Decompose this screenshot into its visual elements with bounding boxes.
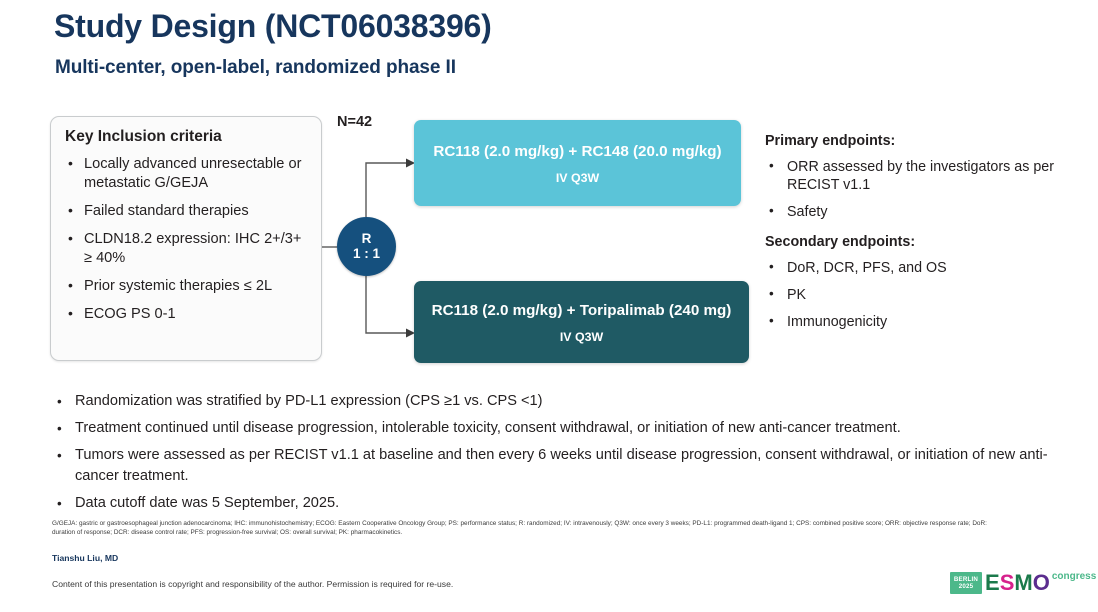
page-subtitle: Multi-center, open-label, randomized pha… [55, 57, 456, 78]
criteria-item: • ECOG PS 0-1 [65, 305, 309, 324]
footnote-line-2: duration of response; DCR: disease contr… [52, 529, 403, 537]
criteria-item: • Failed standard therapies [65, 202, 309, 221]
treatment-arm-1: RC118 (2.0 mg/kg) + RC148 (20.0 mg/kg) I… [414, 120, 741, 206]
bullet-icon: • [57, 421, 62, 436]
bullet-icon: • [769, 158, 774, 173]
author-name: Tianshu Liu, MD [52, 553, 119, 563]
primary-endpoint-item: • Safety [765, 203, 1065, 221]
bullet-icon: • [68, 230, 73, 246]
note-item: • Treatment continued until disease prog… [52, 418, 1062, 439]
logo-letter-m: M [1014, 570, 1033, 595]
note-text: Randomization was stratified by PD-L1 ex… [75, 393, 543, 409]
note-item: • Data cutoff date was 5 September, 2025… [52, 493, 1062, 514]
footnote-line-1: G/GEJA: gastric or gastroesophageal junc… [52, 520, 987, 527]
esmo-congress-logo: BERLIN 2025 E S M O congress [950, 571, 1097, 602]
bullet-icon: • [68, 305, 73, 321]
logo-letter-e: E [985, 570, 1000, 595]
criteria-item-text: CLDN18.2 expression: IHC 2+/3+ ≥ 40% [84, 231, 302, 266]
secondary-endpoint-text: Immunogenicity [787, 314, 888, 330]
secondary-endpoint-item: • Immunogenicity [765, 313, 1065, 331]
note-text: Data cutoff date was 5 September, 2025. [75, 495, 340, 511]
primary-endpoint-text: Safety [787, 204, 828, 220]
page-title: Study Design (NCT06038396) [54, 8, 492, 44]
logo-letter-s: S [999, 570, 1015, 595]
inclusion-criteria-heading: Key Inclusion criteria [65, 128, 222, 145]
secondary-endpoint-text: PK [787, 287, 807, 303]
criteria-item: • CLDN18.2 expression: IHC 2+/3+ ≥ 40% [65, 230, 309, 268]
study-notes-list: • Randomization was stratified by PD-L1 … [52, 391, 1062, 520]
bullet-icon: • [769, 286, 774, 301]
bullet-icon: • [57, 448, 62, 463]
arm-1-schedule: IV Q3W [555, 170, 600, 185]
logo-letter-o: O [1032, 570, 1050, 595]
logo-year: 2025 [958, 583, 974, 590]
secondary-endpoint-item: • DoR, DCR, PFS, and OS [765, 259, 1065, 277]
arm-2-schedule: IV Q3W [559, 329, 604, 344]
criteria-item-text: Locally advanced unresectable or metasta… [84, 156, 302, 191]
criteria-item-text: Prior systemic therapies ≤ 2L [84, 278, 273, 294]
treatment-arm-2: RC118 (2.0 mg/kg) + Toripalimab (240 mg)… [414, 281, 749, 363]
criteria-item-text: Failed standard therapies [84, 203, 249, 219]
bullet-icon: • [57, 496, 62, 511]
bullet-icon: • [769, 259, 774, 274]
logo-city: BERLIN [953, 576, 979, 583]
endpoints-panel: Primary endpoints: • ORR assessed by the… [765, 133, 1065, 340]
primary-endpoints-heading: Primary endpoints: [765, 133, 896, 149]
randomization-letter: R [361, 231, 372, 246]
note-item: • Tumors were assessed as per RECIST v1.… [52, 445, 1062, 487]
secondary-endpoint-item: • PK [765, 286, 1065, 304]
bullet-icon: • [769, 313, 774, 328]
bullet-icon: • [68, 277, 73, 293]
logo-city-badge: BERLIN 2025 [950, 572, 982, 594]
secondary-endpoint-text: DoR, DCR, PFS, and OS [787, 260, 947, 276]
arm-2-regimen: RC118 (2.0 mg/kg) + Toripalimab (240 mg) [431, 301, 732, 319]
abbreviations-footnote: G/GEJA: gastric or gastroesophageal junc… [52, 519, 1052, 537]
logo-wordmark: E S M O [985, 572, 1050, 594]
randomization-ratio: 1 : 1 [352, 246, 380, 261]
bullet-icon: • [769, 203, 774, 218]
inclusion-criteria-card: Key Inclusion criteria • Locally advance… [50, 116, 322, 361]
criteria-item: • Locally advanced unresectable or metas… [65, 155, 309, 193]
enrollment-count-label: N=42 [337, 114, 373, 130]
arm-1-regimen: RC118 (2.0 mg/kg) + RC148 (20.0 mg/kg) [433, 142, 722, 160]
bullet-icon: • [68, 155, 73, 171]
primary-endpoint-item: • ORR assessed by the investigators as p… [765, 158, 1065, 194]
note-item: • Randomization was stratified by PD-L1 … [52, 391, 1062, 412]
criteria-item: • Prior systemic therapies ≤ 2L [65, 277, 309, 296]
bullet-icon: • [68, 202, 73, 218]
note-text: Tumors were assessed as per RECIST v1.1 … [75, 447, 1048, 484]
secondary-endpoints-heading: Secondary endpoints: [765, 234, 916, 250]
logo-congress-word: congress [1051, 571, 1097, 582]
primary-endpoint-text: ORR assessed by the investigators as per… [787, 159, 1054, 193]
criteria-item-text: ECOG PS 0-1 [84, 306, 176, 322]
randomization-node: R 1 : 1 [337, 217, 396, 276]
note-text: Treatment continued until disease progre… [75, 420, 901, 436]
copyright-notice: Content of this presentation is copyrigh… [52, 579, 454, 589]
bullet-icon: • [57, 394, 62, 409]
